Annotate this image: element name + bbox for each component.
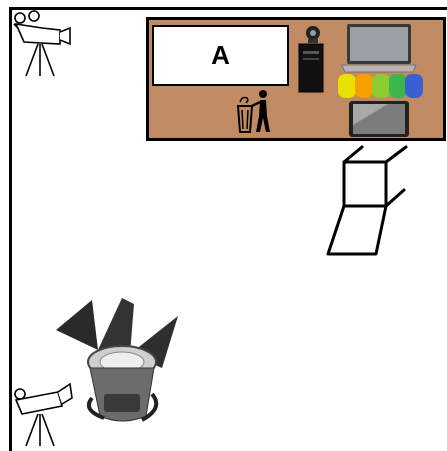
whiteboard-label: A bbox=[211, 40, 230, 71]
whiteboard: A bbox=[152, 25, 289, 86]
trash-bin-person-icon bbox=[232, 88, 274, 134]
tablet-icon bbox=[348, 100, 410, 138]
color-swatches-icon bbox=[336, 72, 424, 100]
video-camera-tripod-icon bbox=[12, 10, 74, 78]
stage-spotlight-icon bbox=[52, 298, 182, 432]
laptop-icon bbox=[340, 22, 418, 74]
chair-icon bbox=[322, 144, 412, 260]
desktop-tower-icon bbox=[294, 24, 330, 94]
